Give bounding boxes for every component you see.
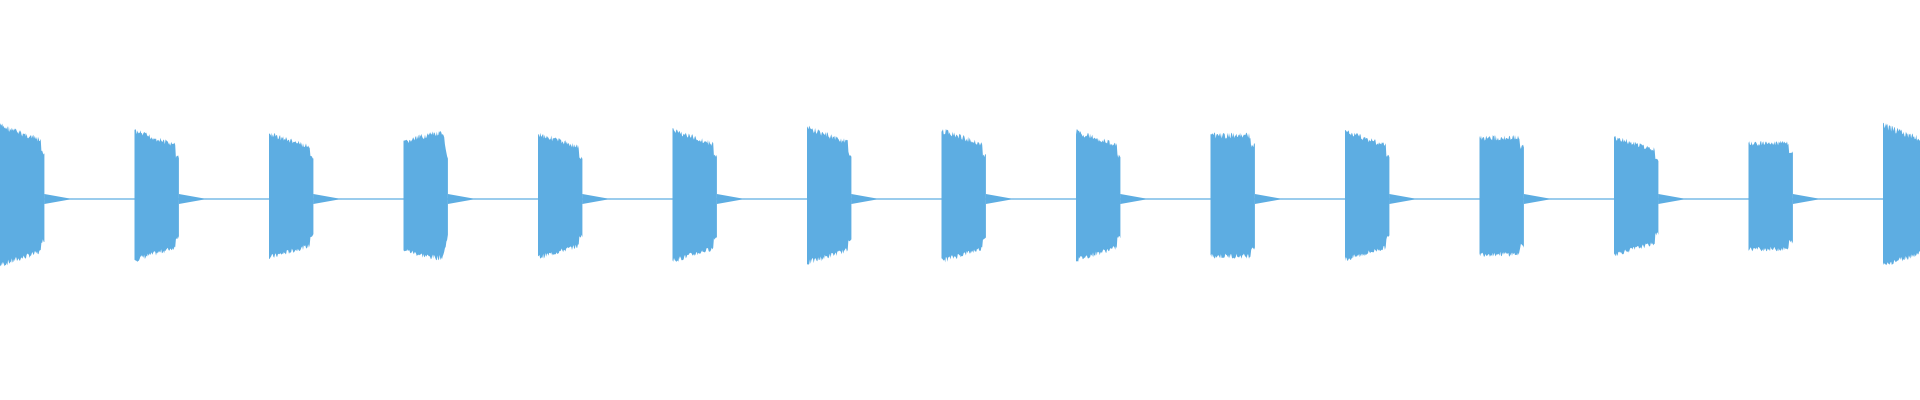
waveform-pulse-tail: [1792, 194, 1821, 204]
waveform-pulse: [672, 128, 717, 262]
waveform-pulse-tail: [447, 194, 476, 204]
waveform-pulse: [941, 128, 986, 263]
waveform-pulse-tail: [582, 194, 611, 204]
waveform-pulse-tail: [1658, 194, 1687, 204]
waveform-pulse-tail: [985, 194, 1014, 204]
waveform-pulse-tail: [1254, 194, 1283, 204]
waveform-pulse: [538, 132, 583, 259]
waveform-pulse: [1614, 136, 1659, 257]
waveform-pulse-tail: [44, 194, 73, 204]
waveform-pulse-tail: [313, 194, 342, 204]
waveform-pulse-tail: [716, 194, 745, 204]
waveform-pulse: [403, 130, 448, 261]
waveform-pulse: [1479, 135, 1524, 257]
waveform-pulse: [1883, 122, 1920, 266]
waveform-pulse: [269, 132, 314, 259]
waveform-pulse: [1748, 140, 1793, 252]
waveform-pulse-tail: [1120, 194, 1149, 204]
waveform-pulse: [134, 129, 179, 262]
waveform-pulse-tail: [178, 194, 207, 204]
waveform-pulse-tail: [1389, 194, 1418, 204]
waveform-pulse: [1345, 130, 1390, 262]
waveform-pulse: [1076, 129, 1121, 262]
waveform-pulse: [807, 125, 852, 265]
waveform-pulse: [1210, 132, 1255, 259]
waveform-pulse-tail: [851, 194, 880, 204]
waveform-pulse: [0, 123, 45, 267]
pulses-group: [0, 122, 1920, 267]
waveform-pulse-tail: [1523, 194, 1552, 204]
